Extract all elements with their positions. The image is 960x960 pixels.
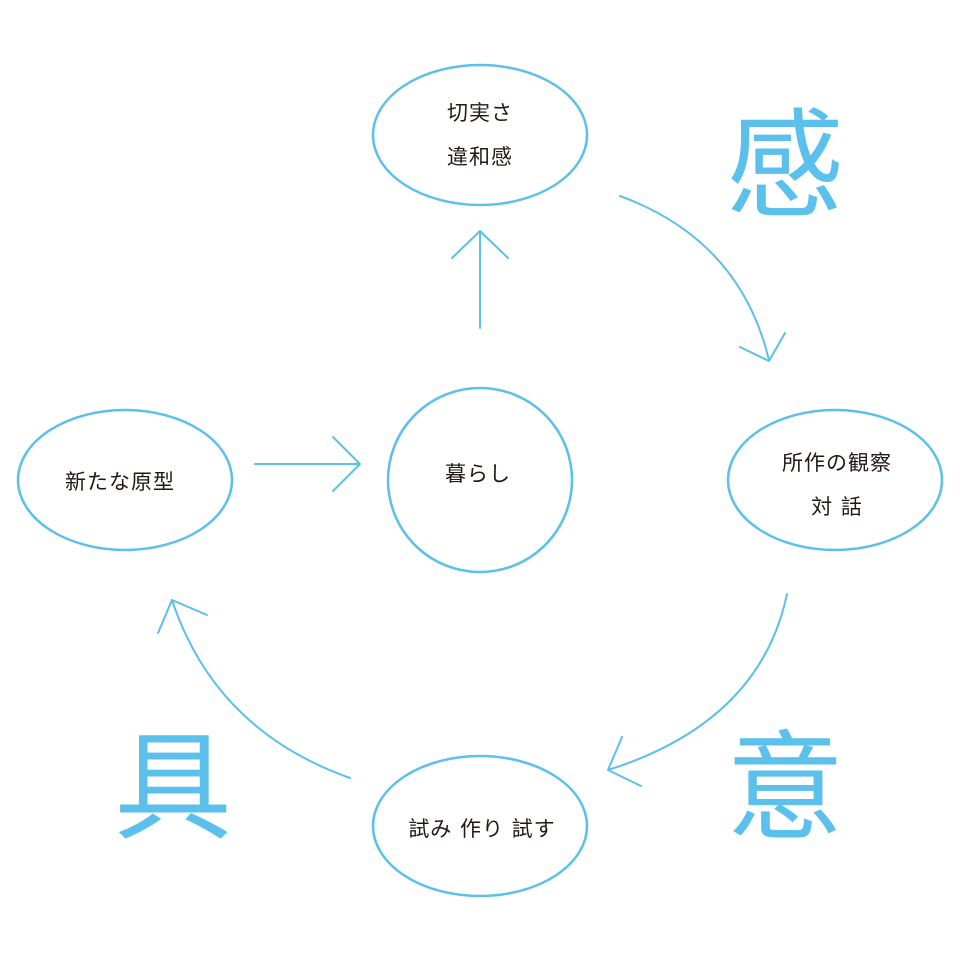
node-right-line1: 所作の観察 [782,451,892,475]
node-left: 新たな原型 [16,408,234,552]
node-top-line1: 切実さ [447,101,513,125]
node-top-line2: 違和感 [447,145,513,169]
phase-tool: 具 [114,719,232,857]
node-bottom: 試み 作り 試す [371,754,589,898]
arrow-center-to-top [451,230,509,329]
phase-intent: 意 [726,719,844,857]
node-right-line2: 対 話 [811,495,863,519]
arrow-bottom-to-left [157,599,351,779]
node-right: 所作の観察 対 話 [726,408,944,552]
arrow-left-to-center [254,436,361,492]
node-left-line1: 新たな原型 [65,470,175,494]
node-top: 切実さ 違和感 [371,63,589,207]
arrow-top-to-right [619,195,786,362]
arrow-right-to-bottom [607,593,788,787]
node-bottom-line1: 試み 作り 試す [408,817,555,841]
phase-feel: 感 [726,97,844,235]
node-center-line1: 暮らし [445,462,511,486]
node-center: 暮らし [386,386,574,574]
